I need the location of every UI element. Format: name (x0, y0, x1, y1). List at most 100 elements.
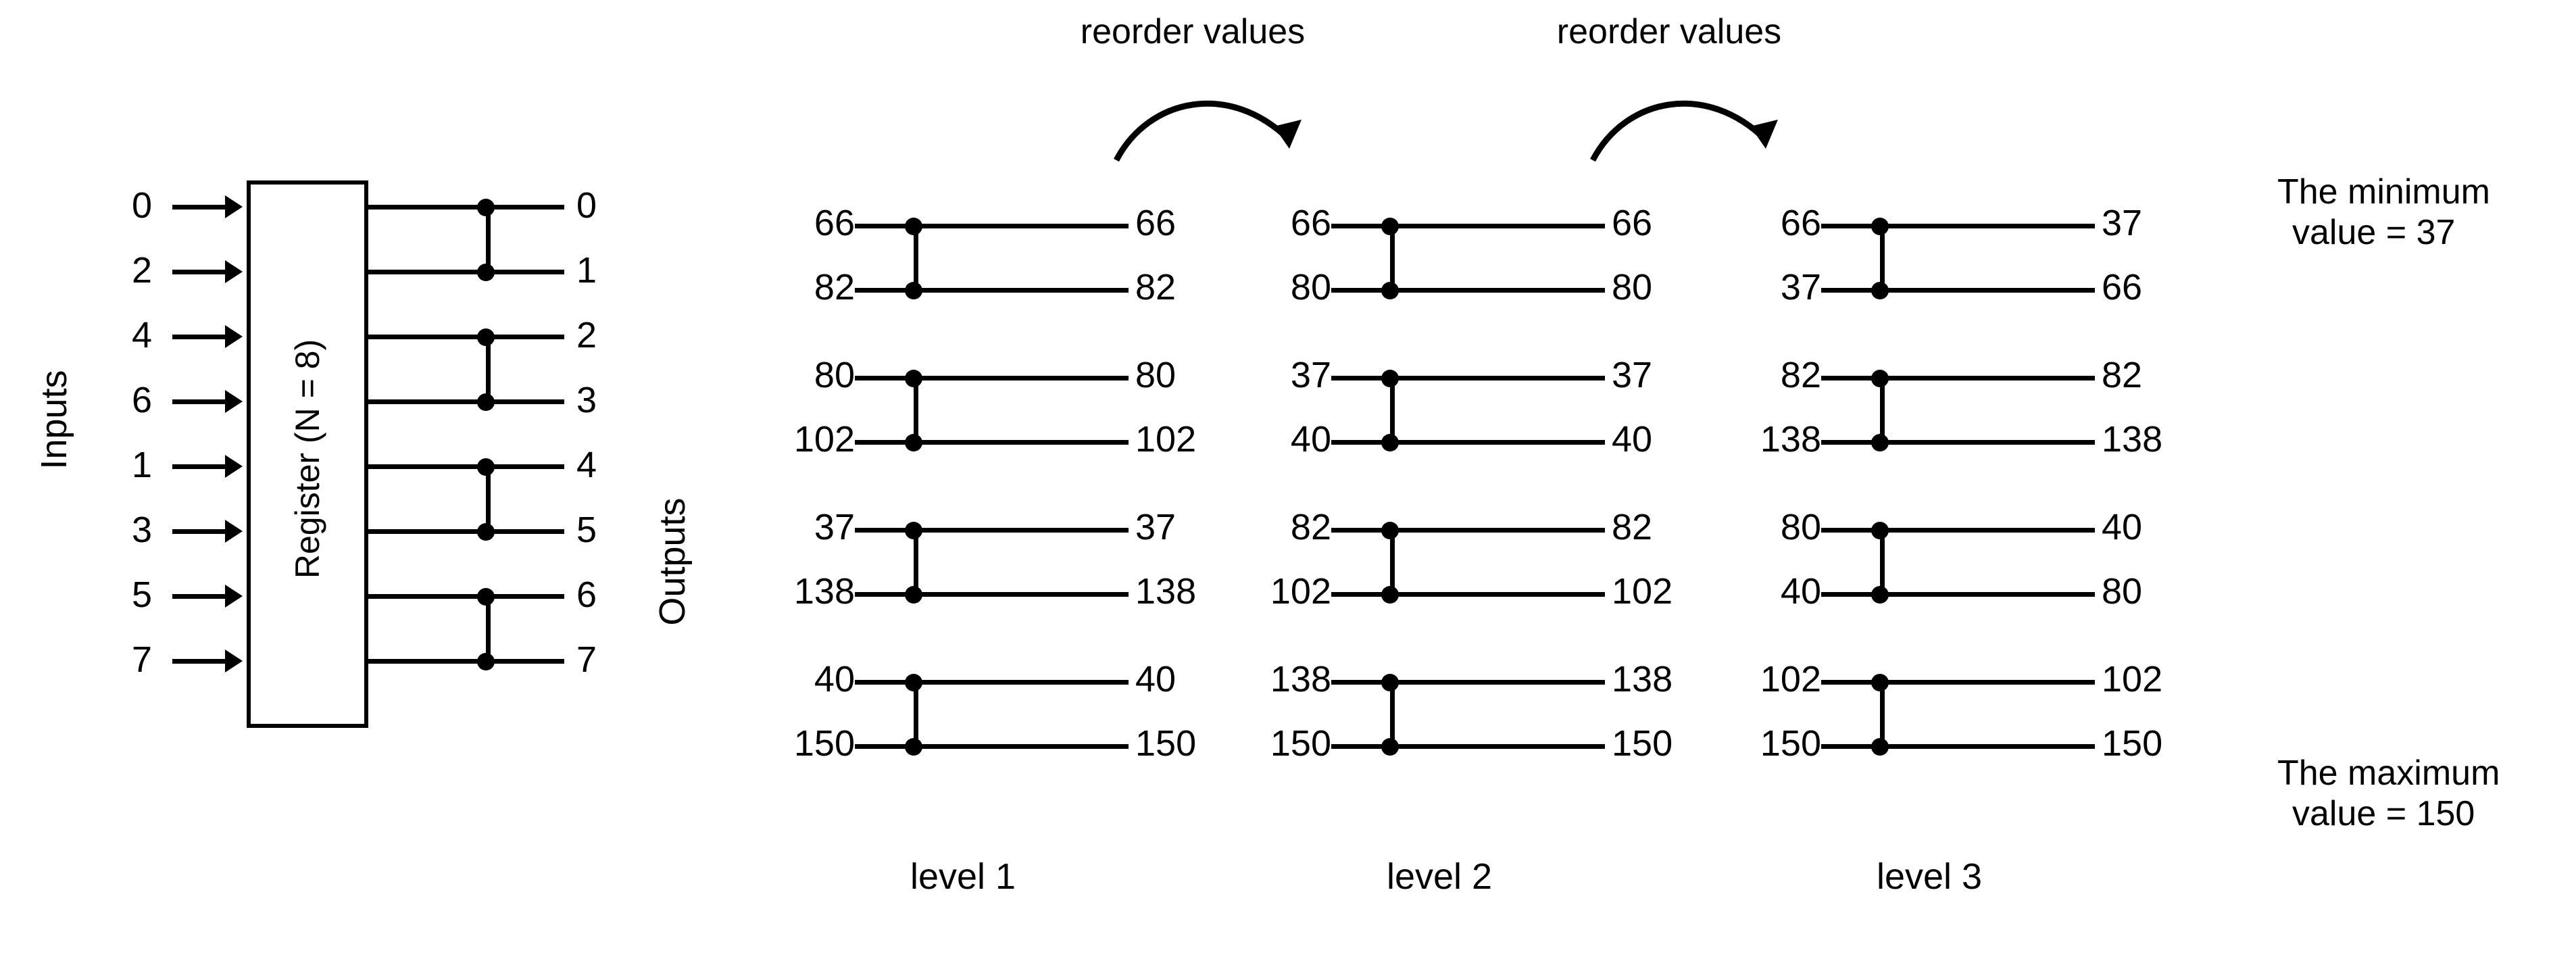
level-wire (855, 440, 1129, 445)
input-arrow-icon (225, 455, 243, 478)
input-arrow-icon (225, 585, 243, 608)
output-wire (368, 270, 564, 274)
comparator-bar (486, 337, 491, 402)
level-comparator-dot (1381, 738, 1399, 756)
comparator-dot (477, 653, 495, 670)
level-value-right: 82 (1612, 507, 1653, 547)
level-wire (855, 224, 1129, 228)
output-wire (368, 399, 564, 404)
level-value-left: 138 (1760, 419, 1821, 460)
comparator-dot (477, 393, 495, 411)
output-wire (368, 659, 564, 664)
output-wire (368, 464, 564, 469)
comparator-bar (486, 597, 491, 662)
level-value-right: 80 (2102, 571, 2143, 612)
level-comparator-dot (1871, 218, 1889, 235)
reorder-arrow-1-icon (1114, 100, 1302, 162)
level-comparator-dot (905, 586, 922, 604)
level-wire (1331, 224, 1605, 228)
level-value-left: 150 (1270, 723, 1331, 764)
level-value-right: 138 (1612, 659, 1673, 700)
level-comparator-dot (905, 370, 922, 387)
input-wire (172, 205, 226, 210)
output-wire (368, 529, 564, 534)
level-wire (855, 376, 1129, 381)
output-port-label: 5 (576, 510, 597, 550)
level-wire (1331, 528, 1605, 533)
level-comparator-bar (1880, 683, 1885, 747)
output-wire (368, 335, 564, 339)
level-value-left: 66 (1290, 203, 1331, 243)
input-port-label: 4 (131, 315, 152, 355)
output-wire (368, 205, 564, 210)
maximum-annotation: The maximum value = 150 (2277, 754, 2568, 835)
level-comparator-bar (1880, 531, 1885, 595)
level-comparator-dot (1381, 522, 1399, 539)
level-caption: level 3 (1876, 856, 1983, 897)
input-port-label: 6 (131, 380, 152, 420)
level-comparator-bar (1390, 683, 1395, 747)
minimum-line-1: The minimum (2277, 172, 2490, 212)
level-value-right: 150 (2102, 723, 2163, 764)
level-value-left: 138 (1270, 659, 1331, 700)
level-value-right: 80 (1612, 267, 1653, 308)
level-comparator-dot (1381, 674, 1399, 691)
output-port-label: 6 (576, 574, 597, 615)
maximum-line-1: The maximum (2277, 754, 2500, 793)
comparator-dot (477, 458, 495, 476)
level-value-left: 40 (1780, 571, 1821, 612)
output-port-label: 3 (576, 380, 597, 420)
level-caption: level 1 (910, 856, 1016, 897)
level-wire (1821, 744, 2095, 749)
level-value-left: 102 (1760, 659, 1821, 700)
level-comparator-bar (914, 226, 918, 291)
comparator-dot (477, 199, 495, 216)
level-comparator-dot (905, 674, 922, 691)
input-arrow-icon (225, 520, 243, 543)
input-arrow-icon (225, 325, 243, 348)
level-comparator-dot (1381, 218, 1399, 235)
level-value-left: 82 (1780, 355, 1821, 395)
level-value-right: 82 (1135, 267, 1176, 308)
level-comparator-dot (1871, 282, 1889, 299)
level-value-left: 80 (1290, 267, 1331, 308)
level-value-left: 150 (1760, 723, 1821, 764)
minimum-line-2: value = 37 (2292, 212, 2456, 252)
level-comparator-dot (905, 282, 922, 299)
level-value-left: 82 (1290, 507, 1331, 547)
level-comparator-dot (1871, 674, 1889, 691)
level-value-right: 82 (2102, 355, 2143, 395)
level-comparator-dot (1381, 282, 1399, 299)
input-port-label: 0 (131, 185, 152, 226)
inputs-label: Inputs (34, 370, 74, 470)
minimum-annotation: The minimum value = 37 (2277, 172, 2568, 253)
input-port-label: 5 (131, 574, 152, 615)
level-comparator-bar (914, 683, 918, 747)
level-value-left: 66 (1780, 203, 1821, 243)
level-wire (855, 288, 1129, 293)
level-wire (1331, 440, 1605, 445)
level-value-right: 80 (1135, 355, 1176, 395)
level-value-left: 150 (793, 723, 855, 764)
output-port-label: 4 (576, 445, 597, 485)
input-arrow-icon (225, 195, 243, 218)
level-comparator-dot (1381, 370, 1399, 387)
comparator-dot (477, 264, 495, 281)
level-value-right: 37 (1135, 507, 1176, 547)
output-port-label: 7 (576, 639, 597, 680)
level-comparator-bar (914, 531, 918, 595)
level-wire (1821, 440, 2095, 445)
level-wire (1821, 680, 2095, 685)
level-value-right: 40 (2102, 507, 2143, 547)
level-value-right: 150 (1135, 723, 1197, 764)
level-value-right: 102 (2102, 659, 2163, 700)
input-wire (172, 270, 226, 274)
level-comparator-bar (1880, 378, 1885, 443)
level-value-left: 80 (1780, 507, 1821, 547)
register-box (247, 180, 368, 728)
reorder-values-label-2: reorder values (1556, 12, 1782, 51)
level-wire (1331, 376, 1605, 381)
level-wire (1821, 376, 2095, 381)
level-value-left: 40 (814, 659, 855, 700)
output-port-label: 0 (576, 185, 597, 226)
